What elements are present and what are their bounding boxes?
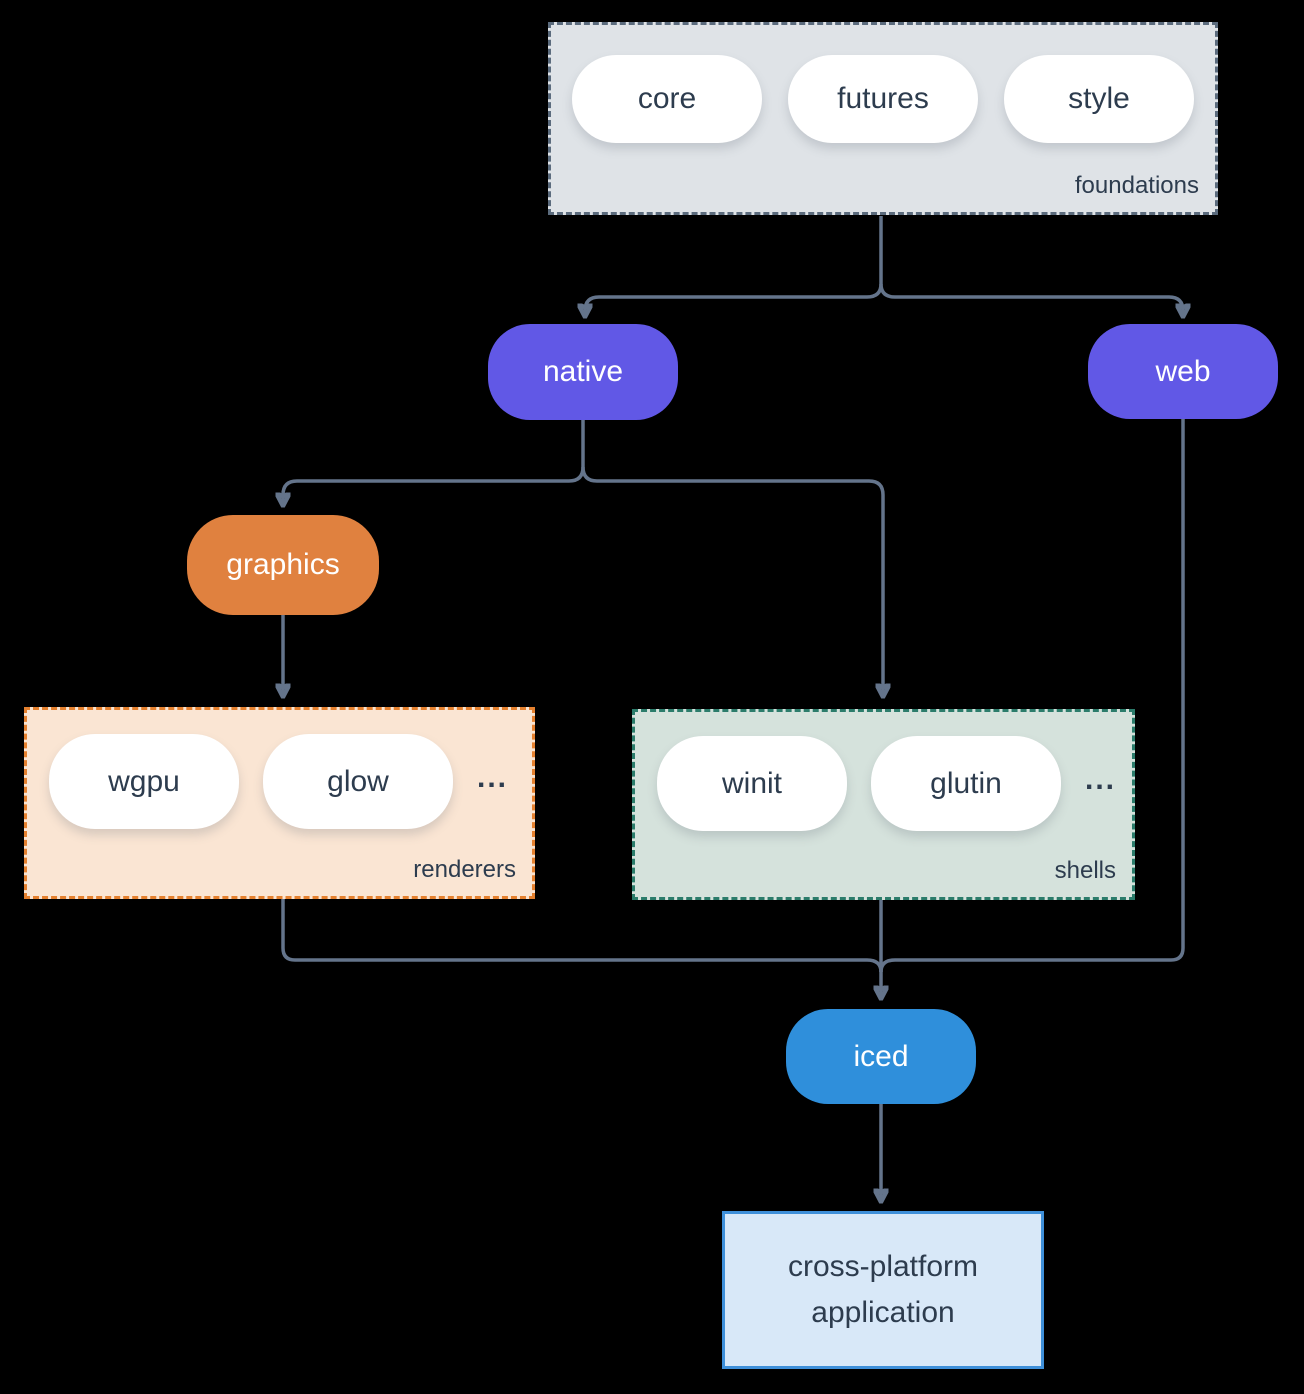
shells-ellipsis: ...	[1085, 762, 1117, 796]
node-iced: iced	[786, 1009, 976, 1104]
edge-native-graphics	[283, 466, 585, 503]
renderers-ellipsis: ...	[477, 760, 509, 794]
group-shells: winit glutin ... shells	[632, 709, 1135, 900]
node-graphics: graphics	[187, 515, 379, 615]
edge-foundations-native	[585, 283, 883, 314]
node-glow: glow	[263, 734, 453, 829]
foundations-pill-row: core futures style	[551, 25, 1215, 143]
node-core: core	[572, 55, 762, 143]
node-futures: futures	[788, 55, 978, 143]
edge-renderers-merge	[281, 899, 883, 973]
group-foundations: core futures style foundations	[548, 22, 1218, 215]
node-native: native	[488, 324, 678, 420]
foundations-label: foundations	[1074, 172, 1199, 199]
node-winit: winit	[657, 736, 847, 831]
edge-native-shells	[581, 466, 883, 694]
shells-label: shells	[1054, 857, 1116, 884]
shells-pill-row: winit glutin ...	[635, 712, 1132, 831]
node-cross-platform-application: cross-platform application	[722, 1211, 1044, 1369]
renderers-label: renderers	[413, 856, 516, 883]
node-wgpu: wgpu	[49, 734, 239, 829]
group-renderers: wgpu glow ... renderers	[24, 707, 535, 899]
node-style: style	[1004, 55, 1194, 143]
node-web: web	[1088, 324, 1278, 419]
node-glutin: glutin	[871, 736, 1061, 831]
renderers-pill-row: wgpu glow ...	[27, 710, 532, 829]
edge-foundations-web	[879, 283, 1183, 314]
